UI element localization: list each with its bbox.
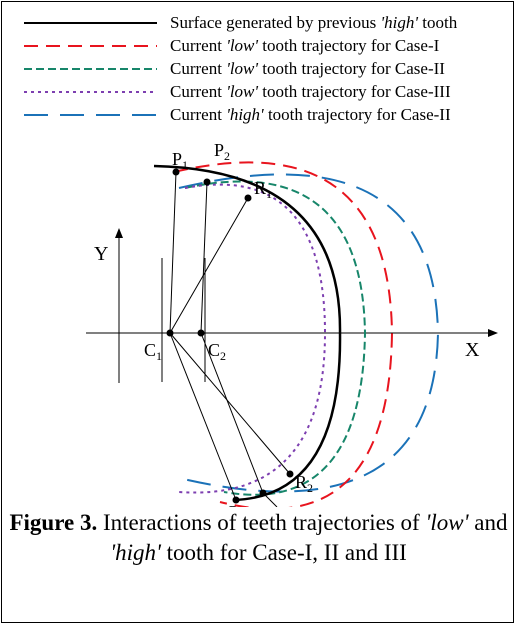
legend: Surface generated by previous 'high' too… [24, 13, 458, 124]
point-r2 [286, 470, 294, 478]
caption-em-high: 'high' [110, 540, 161, 565]
x-axis-label: X [465, 339, 480, 361]
line-c1-q1 [169, 332, 237, 501]
y-axis-label: Y [94, 243, 108, 265]
legend-entry-low-case-3: Current 'low' tooth trajectory for Case-… [170, 82, 451, 101]
y-axis-arrowhead [115, 228, 123, 238]
line-c2-p2 [200, 181, 208, 334]
point-c2 [197, 329, 205, 337]
caption-text-1: Interactions of teeth trajectories of [97, 510, 426, 535]
label-p2: P2 [214, 140, 230, 163]
point-q2 [259, 489, 267, 497]
point-labels: P1 P2 R1 R2 C1 C2 Q1 Q2 [144, 140, 313, 507]
caption-text-2: and [468, 510, 508, 535]
label-r2: R2 [295, 472, 313, 495]
x-axis-arrowhead [488, 329, 498, 337]
line-c2-q2 [200, 332, 264, 494]
trajectory-low-case-2 [184, 180, 367, 496]
point-p1 [172, 168, 180, 176]
point-p2 [203, 178, 211, 186]
caption-text-3: tooth for Case-I, II and III [160, 540, 407, 565]
trajectory-diagram: Surface generated by previous 'high' too… [24, 13, 498, 507]
label-r1: R1 [254, 178, 272, 201]
label-p1: P1 [172, 149, 188, 172]
legend-entry-low-case-1: Current 'low' tooth trajectory for Case-… [170, 36, 440, 55]
label-c1: C1 [144, 340, 162, 363]
point-c1 [166, 329, 174, 337]
point-r1 [244, 194, 252, 202]
axes: Y X [86, 228, 498, 383]
trajectory-low-case-3 [178, 183, 327, 494]
trajectory-low-case-1 [173, 161, 394, 507]
legend-entry-high-case-2: Current 'high' tooth trajectory for Case… [170, 105, 451, 124]
point-q1 [232, 496, 240, 504]
label-c2: C2 [208, 340, 226, 363]
line-c1-r2 [169, 332, 291, 475]
caption-em-low: 'low' [425, 510, 469, 535]
trajectories [153, 161, 440, 507]
legend-entry-previous-high: Surface generated by previous 'high' too… [170, 13, 458, 32]
legend-entry-low-case-2: Current 'low' tooth trajectory for Case-… [170, 59, 445, 78]
points [166, 168, 294, 504]
figure-label: Figure 3. [9, 510, 98, 535]
construction-lines [169, 171, 291, 507]
surface-previous-high [153, 164, 342, 502]
figure-caption: Figure 3. Interactions of teeth trajecto… [2, 508, 515, 568]
line-c1-r1 [169, 197, 249, 334]
trajectory-high-case-2 [178, 173, 440, 493]
label-q1: Q1 [226, 502, 245, 507]
line-c1-p1 [169, 171, 177, 334]
